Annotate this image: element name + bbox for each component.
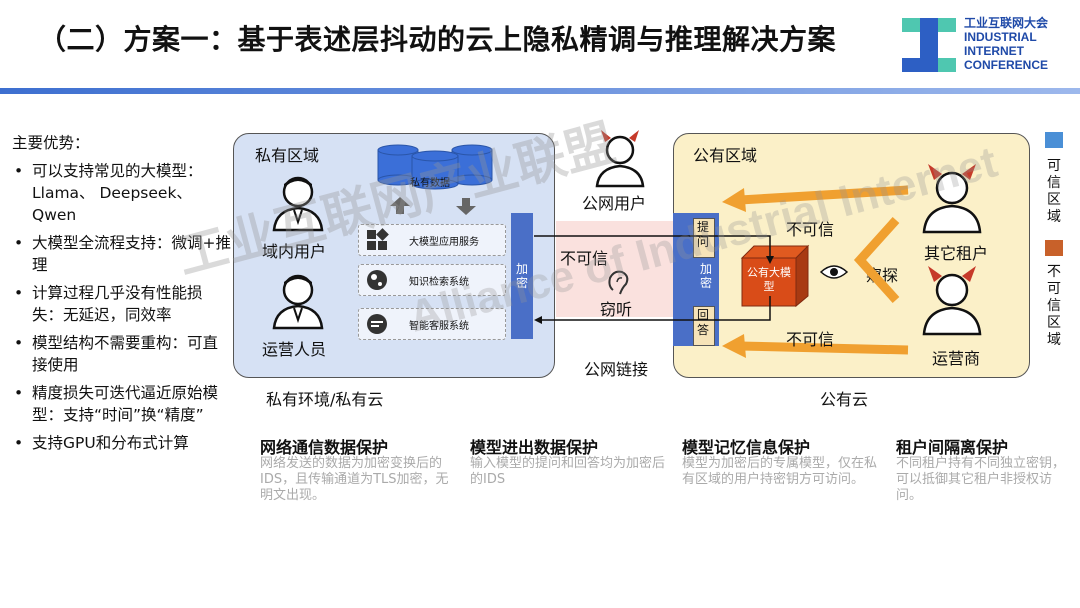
domain-user-label: 域内用户 (262, 242, 327, 261)
feature-title: 模型记忆信息保护 (682, 438, 811, 457)
feature-title: 网络通信数据保护 (260, 438, 389, 457)
feature-desc: 模型为加密后的专属模型，仅在私有区域的用户持密钥方可访问。 (682, 456, 878, 487)
question-label: 提问 (696, 220, 709, 249)
data-flow-arrows (390, 197, 476, 215)
feature-title: 租户间隔离保护 (896, 438, 1009, 457)
legend-trusted-label: 可信区域 (1047, 158, 1061, 225)
legend-untrusted-label: 不可信区域 (1047, 264, 1061, 348)
untrusted-label-middle: 不可信 (560, 249, 609, 268)
logo-text-1: INDUSTRIAL (964, 30, 1037, 44)
logo-text-2: INTERNET (964, 44, 1024, 58)
public-region-label: 公有区域 (693, 146, 758, 165)
globe-icon (367, 270, 387, 290)
hacker-user-icon (595, 130, 645, 188)
advantages-list: 主要优势： 可以支持常见的大模型：Llama、 Deepseek、Qwen 大模… (12, 132, 232, 460)
apps-grid-icon (367, 228, 389, 250)
advantage-item: 计算过程几乎没有性能损失：无延迟，同效率 (12, 282, 232, 326)
public-model-label: 公有大模型 (747, 266, 791, 293)
advantage-item: 可以支持常见的大模型：Llama、 Deepseek、Qwen (12, 160, 232, 226)
database-icon (377, 144, 493, 190)
eye-icon (820, 265, 848, 279)
advantage-item: 支持GPU和分布式计算 (12, 432, 232, 454)
page-title: （二）方案一：基于表述层抖动的云上隐私精调与推理解决方案 (38, 23, 837, 56)
untrusted-label-top: 不可信 (786, 220, 835, 239)
private-encrypt-bar (511, 213, 533, 339)
untrusted-label-bottom: 不可信 (786, 330, 835, 349)
advantages-heading: 主要优势： (12, 134, 90, 152)
feature-desc: 不同租户持有不同独立密钥，可以抵御其它租户非授权访问。 (896, 456, 1066, 503)
question-doc (693, 218, 715, 258)
answer-label: 回答 (696, 308, 709, 337)
private-region-label: 私有区域 (255, 146, 320, 165)
service-knowledge-search: 知识检索系统 (358, 264, 506, 296)
private-encrypt-label: 加密 (515, 262, 528, 290)
legend-trusted-swatch (1045, 132, 1063, 148)
ear-icon (608, 270, 629, 295)
public-encrypt-label: 加密 (699, 262, 712, 290)
advantage-item: 精度损失可迭代逼近原始模型：支持“时间”换“精度” (12, 382, 232, 426)
attack-zone (556, 221, 676, 317)
advantage-item: 模型结构不需要重构：可直接使用 (12, 332, 232, 376)
ops-staff-label: 运营人员 (262, 340, 327, 359)
service-chatbot: 智能客服系统 (358, 308, 506, 340)
logo-text-cn: 工业互联网大会 (964, 16, 1049, 30)
domain-user-icon (272, 176, 324, 232)
operator-icon (922, 266, 982, 336)
answer-doc (693, 306, 715, 346)
data-flow-lines (534, 235, 774, 324)
conference-logo: 工业互联网大会 INDUSTRIAL INTERNET CONFERENCE (898, 14, 1080, 76)
feature-desc: 输入模型的提问和回答均为加密后的IDS (470, 456, 666, 487)
feature-title: 模型进出数据保护 (470, 438, 599, 457)
legend-untrusted-swatch (1045, 240, 1063, 256)
public-user-label: 公网用户 (582, 194, 647, 213)
chat-bot-icon (367, 314, 387, 334)
header-divider (0, 88, 1080, 94)
private-data-label: 私有数据 (410, 178, 450, 189)
logo-mark-icon (902, 18, 956, 72)
other-tenant-label: 其它租户 (924, 244, 989, 263)
service-label: 智能客服系统 (409, 321, 469, 332)
operator-label: 运营商 (932, 349, 981, 368)
eavesdrop-label: 窃听 (600, 300, 633, 319)
logo-text-3: CONFERENCE (964, 58, 1049, 72)
model-cube-icon (740, 244, 810, 308)
other-tenant-icon (922, 164, 982, 234)
service-label: 大模型应用服务 (409, 237, 479, 248)
advantage-item: 大模型全流程支持：微调+推理 (12, 232, 232, 276)
service-label: 知识检索系统 (409, 277, 469, 288)
feature-desc: 网络发送的数据为加密变换后的IDS，且传输通道为TLS加密，无明文出现。 (260, 456, 449, 503)
public-link-label: 公网链接 (584, 360, 649, 379)
service-llm-app: 大模型应用服务 (358, 224, 506, 256)
private-env-label: 私有环境/私有云 (266, 390, 384, 409)
public-cloud-label: 公有云 (820, 390, 869, 409)
ops-staff-icon (272, 274, 324, 330)
threat-arrows (722, 185, 909, 358)
